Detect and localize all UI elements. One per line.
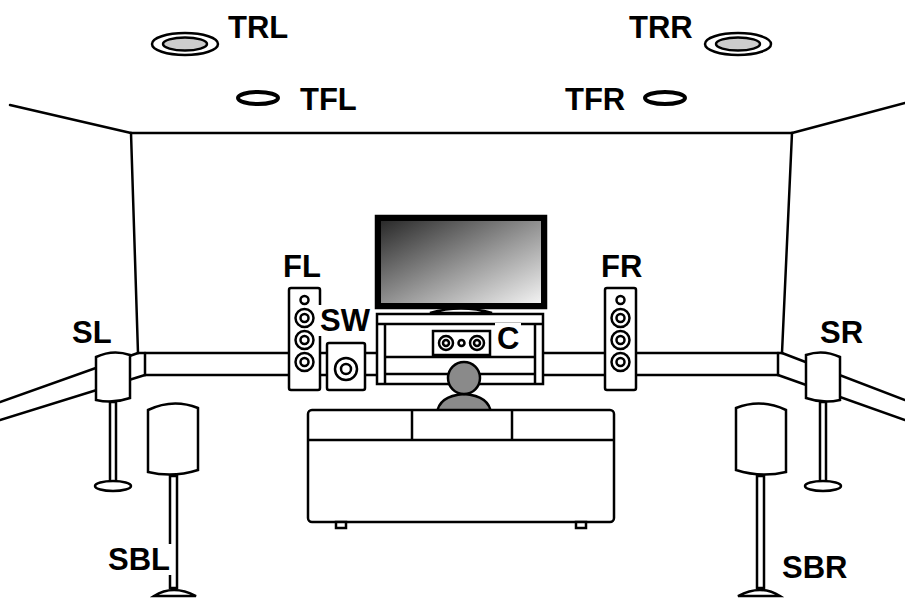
speaker-label: FR — [599, 251, 644, 282]
speaker-label: SL — [70, 317, 114, 348]
speaker-label: SR — [818, 317, 865, 348]
speaker-label: SBL — [106, 544, 172, 575]
speaker-label: TRR — [627, 12, 695, 43]
speaker-label: SW — [318, 305, 372, 336]
speaker-label: TRL — [226, 12, 290, 43]
speaker-label: FL — [281, 251, 323, 282]
speaker-label: C — [495, 323, 521, 354]
speaker-label: TFL — [298, 84, 359, 115]
speaker-label: SBR — [780, 552, 849, 583]
speaker-label: TFR — [563, 84, 627, 115]
